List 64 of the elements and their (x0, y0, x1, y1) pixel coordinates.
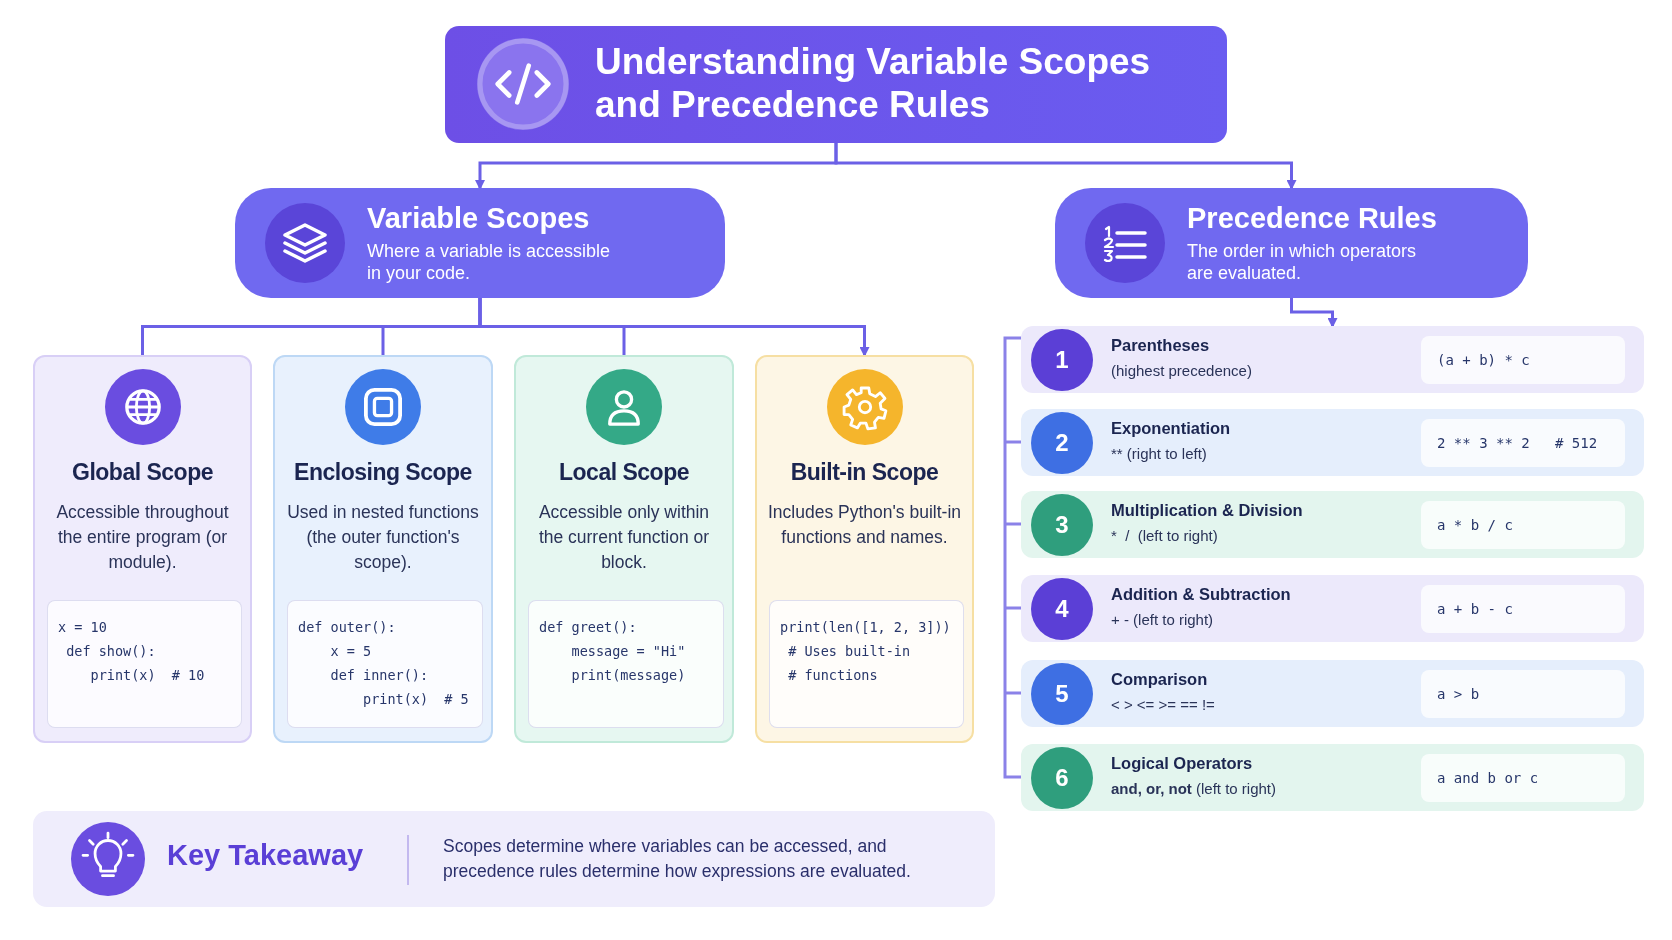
number-badge: 4 (1031, 578, 1093, 640)
card-heading: Global Scope (71, 459, 214, 486)
rule-name: Logical Operators (1111, 754, 1253, 773)
precedence-row (1021, 660, 1644, 727)
card-heading: Built-in Scope (789, 459, 940, 486)
precedence-row (1021, 575, 1644, 642)
scope-card (514, 355, 734, 743)
rule-detail: < > <= >= == != (1111, 696, 1215, 713)
rule-name: Parentheses (1111, 336, 1210, 355)
code-snippet: def outer(): x = 5 def inner(): print(x) # 5 (298, 618, 469, 709)
card-description: Includes Python's built-in functions and names. (767, 501, 962, 549)
code-box (47, 600, 242, 728)
number-badge: 1 (1031, 329, 1093, 391)
section-heading: Precedence Rules (1187, 202, 1437, 235)
connector-arrow (1290, 298, 1338, 328)
rule-detail: + - (left to right) (1111, 611, 1214, 628)
number-badge: 5 (1031, 663, 1093, 725)
section-header-box (1055, 188, 1528, 298)
code-snippet: a + b - c (1421, 585, 1625, 633)
code-snippet: a and b or c (1421, 754, 1625, 802)
card-heading: Enclosing Scope (293, 459, 473, 486)
code-box (287, 600, 483, 728)
scope-card (33, 355, 252, 743)
connector-arrow (478, 298, 870, 357)
connector-arrow (834, 143, 1297, 190)
card-description: Accessible only within the current function or block. (537, 501, 711, 574)
rule-name: Comparison (1111, 670, 1208, 689)
scope-card (273, 355, 493, 743)
takeaway-text: Scopes determine where variables can be accessed, and precedence rules determine how expressions are evaluated. (443, 835, 912, 883)
code-snippet: 2 ** 3 ** 2 # 512 (1421, 419, 1625, 467)
code-box (528, 600, 724, 728)
card-heading: Local Scope (558, 459, 690, 486)
code-snippet: (a + b) * c (1421, 336, 1625, 384)
precedence-row (1021, 744, 1644, 811)
takeaway-panel (33, 811, 995, 907)
title-banner (445, 26, 1227, 143)
number-badge: 6 (1031, 747, 1093, 809)
number-badge: 2 (1031, 412, 1093, 474)
scope-card (755, 355, 974, 743)
card-description: Accessible throughout the entire program (or module). (55, 501, 230, 574)
number-badge: 3 (1031, 494, 1093, 556)
rule-detail: and, or, not (left to right) (1111, 780, 1277, 797)
precedence-row (1021, 326, 1644, 393)
rule-name: Addition & Subtraction (1111, 585, 1291, 604)
rule-detail: (highest precedence) (1111, 362, 1252, 379)
rule-name: Exponentiation (1111, 419, 1231, 438)
code-box (769, 600, 964, 728)
code-snippet: x = 10 def show(): print(x) # 10 (58, 618, 205, 685)
rule-detail: * / (left to right) (1111, 527, 1218, 544)
code-snippet: print(len([1, 2, 3])) # Uses built-in # functions (780, 618, 951, 685)
precedence-row (1021, 491, 1644, 558)
code-snippet: a > b (1421, 670, 1625, 718)
section-header-box (235, 188, 725, 298)
section-description: The order in which operators are evaluated. (1187, 240, 1418, 284)
takeaway-heading: Key Takeaway (167, 839, 364, 872)
code-snippet: a * b / c (1421, 501, 1625, 549)
section-description: Where a variable is accessible in your code. (367, 240, 612, 284)
section-heading: Variable Scopes (367, 202, 590, 235)
card-description: Used in nested functions (the outer function's scope). (286, 501, 480, 574)
code-snippet: def greet(): message = "Hi" print(message) (539, 618, 686, 685)
rule-detail: ** (right to left) (1111, 445, 1207, 462)
precedence-row (1021, 409, 1644, 476)
title: Understanding Variable Scopes and Precedence Rules (595, 40, 1152, 126)
rule-name: Multiplication & Division (1111, 501, 1303, 520)
